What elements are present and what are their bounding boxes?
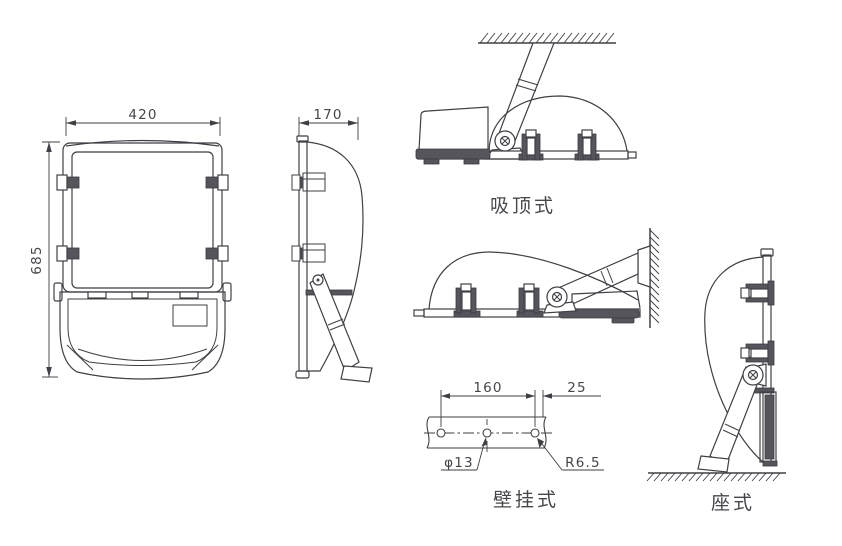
chamfer-line (66, 344, 94, 371)
seam-notch (179, 291, 199, 299)
top-cap (760, 248, 774, 257)
side-depth-dimension: 170 (298, 107, 359, 140)
ceiling-mount-label: 吸顶式 (490, 195, 556, 217)
hole-diameter-label: φ13 (444, 455, 474, 471)
face-clip (518, 129, 600, 161)
plate-tab (627, 151, 637, 159)
ceiling-mount-view: 吸顶式 (415, 32, 637, 217)
seat-mount-label: 座式 (711, 492, 755, 514)
wall-hatch (649, 229, 660, 324)
rim-foot (463, 158, 480, 165)
fillet-radius-callout: R6.5 (537, 438, 604, 471)
chamfer-line (191, 344, 219, 371)
rim-foot (762, 460, 778, 467)
front-frame (62, 142, 223, 293)
glass-panel (71, 151, 214, 289)
wall-mount-label: 壁挂式 (493, 489, 559, 511)
front-rim (415, 148, 491, 160)
ceiling-hatch (479, 32, 615, 44)
break-line (543, 416, 547, 449)
front-view: 420 685 (29, 107, 232, 380)
reflector-dome (704, 256, 764, 463)
mount-hole (482, 428, 492, 438)
mount-hole (436, 428, 446, 438)
rim-foot (423, 158, 440, 165)
frame-clip (56, 174, 229, 262)
wall-mount-view: 壁挂式 (413, 228, 660, 511)
inner-bottom-arc (77, 348, 208, 361)
side-view: 170 (291, 107, 373, 383)
front-width-label: 420 (128, 107, 157, 123)
seat-mount-view: 座式 (646, 248, 786, 514)
rim-foot (611, 317, 635, 324)
hole-spacing-dimension: 160 (440, 380, 536, 427)
mount-hole (530, 428, 540, 438)
wall-plate (637, 245, 651, 288)
top-arc (65, 139, 220, 147)
seam-notch (131, 291, 149, 299)
bracket-foot (340, 365, 373, 383)
ballast-inner-panel (67, 298, 218, 366)
mounting-plate-detail: 160 25 φ13 R6.5 (424, 380, 604, 471)
hole-diameter-callout: φ13 (441, 437, 487, 471)
mount-bracket-side (309, 273, 373, 383)
seam-notch (87, 291, 107, 299)
ballast-box-outline (420, 106, 489, 151)
plate-tab (413, 309, 425, 317)
front-rim (558, 308, 640, 319)
front-height-dimension: 685 (29, 141, 60, 378)
side-depth-label: 170 (313, 107, 342, 123)
ballast-box-edge (418, 114, 422, 151)
reflector-dome (488, 95, 628, 152)
face-clip (740, 280, 775, 366)
hole-spacing-label: 160 (473, 380, 502, 396)
arrowhead (46, 367, 52, 377)
arrowhead (210, 120, 220, 126)
edge-offset-label: 25 (567, 380, 587, 396)
nameplate (172, 304, 208, 327)
ballast-housing (59, 291, 226, 380)
face-clip (453, 283, 544, 318)
reflector-dome (428, 251, 639, 310)
arrowhead (66, 120, 76, 126)
ballast-box-outline (571, 290, 641, 309)
edge-offset-dimension: 25 (542, 380, 601, 417)
top-cap (296, 135, 309, 143)
ground-hatch (646, 472, 781, 482)
plate-foot (295, 370, 310, 379)
arrowhead (46, 142, 52, 152)
arrowhead (348, 120, 358, 126)
front-rim (764, 394, 775, 460)
frame-clip-side (291, 172, 326, 263)
arrowhead (299, 120, 309, 126)
front-height-label: 685 (29, 245, 45, 274)
fillet-radius-label: R6.5 (565, 455, 601, 471)
bracket-arm (555, 252, 639, 308)
bracket-foot (697, 455, 730, 473)
front-width-dimension: 420 (65, 107, 221, 136)
break-line (426, 416, 430, 449)
